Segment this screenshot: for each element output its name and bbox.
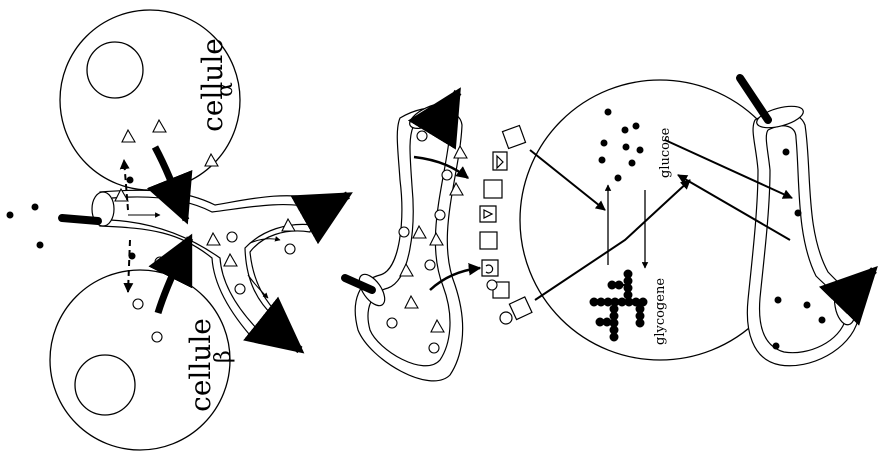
alpha-cell-dashed-arrow xyxy=(119,159,130,211)
alpha-secretion-arrow xyxy=(146,145,193,225)
islet-arrows xyxy=(58,145,353,354)
alpha-cell-nucleus xyxy=(86,41,144,99)
glucose-import-arrow xyxy=(677,174,791,241)
beta-cell-label: cellule xyxy=(184,318,217,412)
incoming-flow-bold-arrow-top xyxy=(407,87,462,150)
beta-cell-dashed-arrow xyxy=(123,239,134,293)
outgoing-flow-bold-arrow xyxy=(818,265,878,326)
insulin-binding-arrow xyxy=(429,263,482,291)
insulin-signal-arrow xyxy=(534,179,691,301)
membrane-receptors xyxy=(479,124,533,325)
capillary-outflow-bold-arrow-2 xyxy=(243,296,305,354)
beta-secretion-arrow xyxy=(148,233,194,315)
incoming-flow-bold-arrow-bottom xyxy=(341,274,376,294)
incoming-glucagon-triangles xyxy=(399,144,468,333)
beta-cell-symbol: β xyxy=(211,350,236,363)
glucose-label: glucose xyxy=(658,127,673,178)
beta-cell-nucleus xyxy=(74,354,136,416)
alpha-cell: cellule α xyxy=(59,9,241,191)
glucagon-signal-arrow xyxy=(529,149,606,211)
glycogen-polymer xyxy=(589,269,648,342)
intracellular-glucose-dots xyxy=(598,108,644,182)
glycogen-label: glycogene xyxy=(653,278,668,345)
islet-glucose-dots xyxy=(6,176,136,260)
capillary-outflow-bold-arrow-1 xyxy=(290,191,353,245)
alpha-cell-label: cellule xyxy=(196,38,229,132)
glucose-entry-bold-arrow xyxy=(58,214,102,225)
outgoing-capillary xyxy=(746,105,859,367)
beta-cell: cellule β xyxy=(49,269,236,451)
incoming-capillary xyxy=(354,103,464,382)
target-cell-arrows xyxy=(341,74,878,326)
flow-thin-arrow-3 xyxy=(247,274,269,299)
outgoing-entry-bold-line xyxy=(736,74,772,124)
glucose-export-arrow xyxy=(664,139,793,199)
flow-thin-arrow-2 xyxy=(249,236,281,244)
glucagon-binding-arrow xyxy=(413,155,469,179)
alpha-cell-symbol: α xyxy=(213,82,238,97)
